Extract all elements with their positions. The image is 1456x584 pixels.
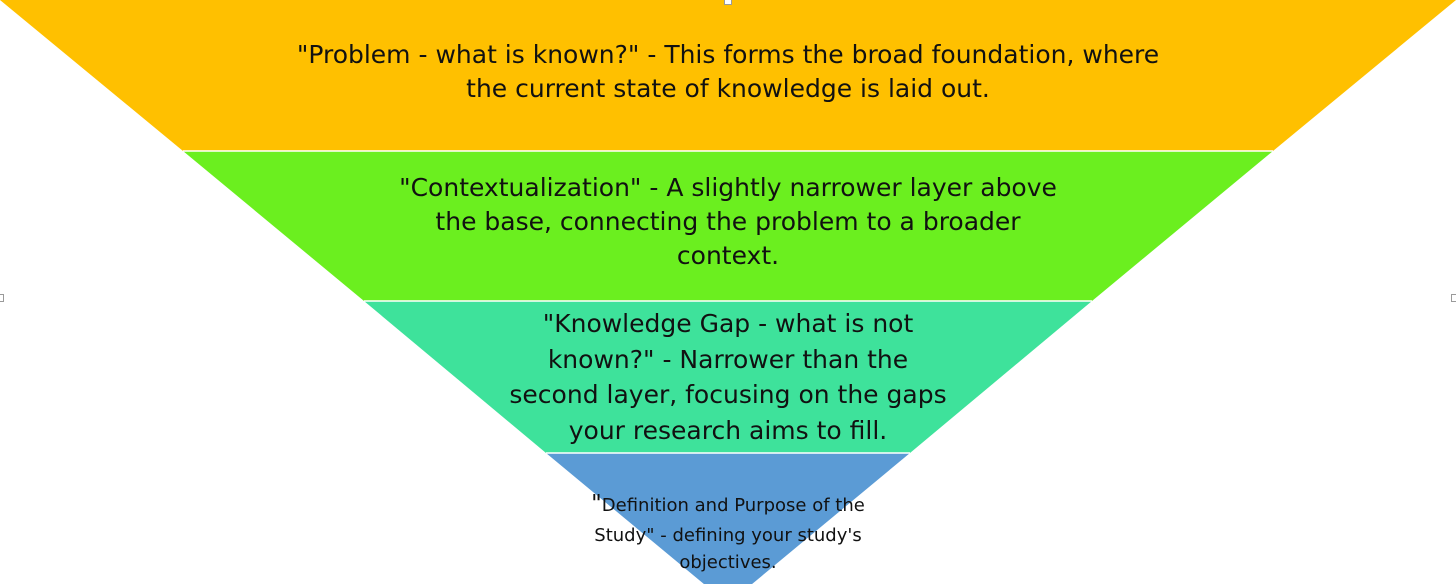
text-line: the base, connecting the problem to a br… xyxy=(435,207,1021,236)
text-line: Study" - defining your study's xyxy=(594,524,862,546)
text-line: "Knowledge Gap - what is not xyxy=(542,309,914,338)
layer-contextualization-shape xyxy=(183,151,1273,301)
text-line: "Definition and Purpose of the xyxy=(560,487,896,522)
layer-problem-shape xyxy=(0,0,1456,151)
layer-knowledge-gap-shape xyxy=(364,301,1092,453)
text-line: "Contextualization" - A slightly narrowe… xyxy=(399,173,1057,202)
resize-handle-right[interactable] xyxy=(1451,294,1456,302)
text-line: "Problem - what is known?" - This forms … xyxy=(296,40,1160,69)
quote-mark: " xyxy=(591,491,602,517)
text-line: your research aims to fill. xyxy=(568,415,888,445)
text-line: the current state of knowledge is laid o… xyxy=(466,74,990,103)
text-line: known?" - Narrower than the xyxy=(547,344,909,374)
text-line: objectives. xyxy=(679,551,777,573)
layer-definition-text: "Definition and Purpose of the Study" - … xyxy=(560,487,896,576)
resize-handle-top[interactable] xyxy=(724,0,732,5)
layer-contextualization-text: "Contextualization" - A slightly narrowe… xyxy=(330,171,1126,273)
layer-knowledge-gap-text: "Knowledge Gap - what is not known?" - N… xyxy=(480,306,976,448)
text-line: second layer, focusing on the gaps xyxy=(509,380,947,409)
text-line: context. xyxy=(676,241,780,270)
text-line-content: Definition and Purpose of the xyxy=(601,495,865,516)
resize-handle-left[interactable] xyxy=(0,294,4,302)
layer-definition-shape xyxy=(546,453,910,584)
layer-problem-text: "Problem - what is known?" - This forms … xyxy=(230,38,1226,106)
